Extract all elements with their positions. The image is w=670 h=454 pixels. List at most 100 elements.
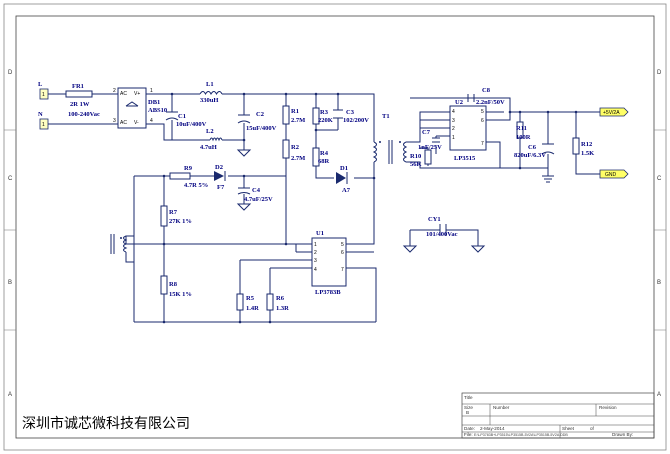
cy1-label: CY1 (428, 216, 441, 223)
terminal-n: 1 (39, 118, 49, 130)
frame-row-c-left: C (8, 176, 13, 182)
r8-resistor (160, 275, 168, 295)
r10-label: R10 (410, 153, 421, 160)
size-label: Size (464, 405, 473, 410)
db1-vminus: V- (134, 120, 139, 126)
r4-value: 68R (318, 158, 330, 165)
number-label: Number (493, 405, 510, 410)
u2-pin4: 4 (452, 109, 455, 115)
drawn-label: Drawn By: (612, 432, 633, 437)
r11-label: R11 (516, 125, 527, 132)
u1-value: LP3783B (315, 289, 341, 296)
r11-resistor (516, 121, 524, 139)
aux-winding (110, 234, 128, 254)
terminal-l: 1 (39, 88, 49, 100)
c3-capacitor (333, 109, 343, 119)
r9-resistor (169, 172, 191, 180)
c7-capacitor (432, 137, 440, 143)
d1-value: A7 (342, 187, 351, 194)
r12-label: R12 (581, 141, 592, 148)
r7-value: 27K 1% (169, 218, 192, 225)
frame-row-b-right: B (657, 280, 661, 286)
l2-value: 4.7uH (200, 144, 217, 151)
file-label: File: (464, 432, 473, 437)
r8-value: 15K 1% (169, 291, 192, 298)
db1-pin2: 2 (113, 88, 116, 94)
c1-value: 10uF/400V (176, 121, 207, 128)
db1-ac2: AC (120, 120, 127, 126)
r4-resistor (312, 147, 320, 167)
u1-pin1: 1 (314, 242, 317, 248)
c8-label: C8 (482, 87, 491, 94)
l1-label: L1 (206, 81, 214, 88)
r3-value: 220K (318, 117, 333, 124)
c6-label: C6 (528, 144, 537, 151)
svg-text:1: 1 (42, 122, 45, 128)
r1-value: 2.7M (291, 117, 305, 124)
fr1-resistor (65, 90, 93, 98)
c4-capacitor (237, 187, 251, 195)
ground-c6 (542, 175, 554, 183)
d2-diode (214, 171, 226, 181)
c3-value: 102/200V (343, 117, 369, 124)
r11-value: 100R (516, 134, 531, 141)
db1-value: ABS10 (148, 107, 167, 114)
ground-c2 (236, 149, 252, 157)
cy1-value: 101/400Vac (426, 231, 458, 238)
r7-resistor (160, 205, 168, 227)
r2-value: 2.7M (291, 155, 305, 162)
u1-pin5: 5 (341, 242, 344, 248)
d2-label: D2 (215, 164, 223, 171)
u2-pin3: 3 (452, 118, 455, 124)
u2-value: LP3515 (454, 155, 476, 162)
r4-label: R4 (320, 150, 329, 157)
output-ground-port (599, 169, 629, 179)
r6-value: 1.3R (276, 305, 289, 312)
u2-pin7: 7 (481, 141, 484, 147)
c6-capacitor (541, 143, 555, 155)
c1-label: C1 (178, 113, 186, 120)
input-range: 100-240Vac (68, 111, 100, 118)
r5-value: 1.4R (246, 305, 259, 312)
date-label: Date: (464, 426, 475, 431)
c2-capacitor (237, 114, 251, 124)
c8-value: 2.2nF/50V (476, 99, 505, 106)
company-name: 深圳市诚芯微科技有限公司 (22, 415, 190, 432)
r5-resistor (236, 293, 244, 311)
l2-inductor (209, 137, 223, 142)
u1-pin7: 7 (341, 267, 344, 273)
c8-capacitor (467, 94, 475, 102)
r6-resistor (266, 293, 274, 311)
u1-ic (311, 237, 347, 287)
db1-label: DB1 (148, 99, 160, 106)
frame-row-a-right: A (657, 392, 661, 398)
output-positive-port (599, 107, 629, 117)
d1-label: D1 (340, 165, 348, 172)
date-value: 2-May-2014 (480, 426, 505, 431)
c6-value: 820uF/6.3V (514, 152, 546, 159)
db1-ac1: AC (120, 91, 127, 97)
l1-value: 330uH (200, 97, 218, 104)
u2-pin5: 5 (481, 109, 484, 115)
output-ground-label: GND (605, 172, 617, 178)
r12-value: 1.5K (581, 150, 594, 157)
r6-label: R6 (276, 295, 285, 302)
ground-cy1-right (470, 245, 486, 253)
c4-label: C4 (252, 187, 261, 194)
svg-text:1: 1 (42, 92, 45, 98)
u2-ic (449, 105, 487, 151)
u2-pin2: 2 (452, 126, 455, 132)
d1-diode (336, 172, 348, 184)
r7-label: R7 (169, 209, 178, 216)
size-value: B (466, 410, 469, 415)
c7-value: 1nF/25V (418, 144, 442, 151)
c7-label: C7 (422, 129, 431, 136)
db1-bridge (117, 87, 147, 129)
r3-resistor (312, 107, 320, 125)
c1-capacitor (165, 111, 179, 121)
r8-label: R8 (169, 281, 178, 288)
r10-value: 56K (410, 161, 422, 168)
u1-pin3: 3 (314, 258, 317, 264)
c2-label: C2 (256, 111, 264, 118)
